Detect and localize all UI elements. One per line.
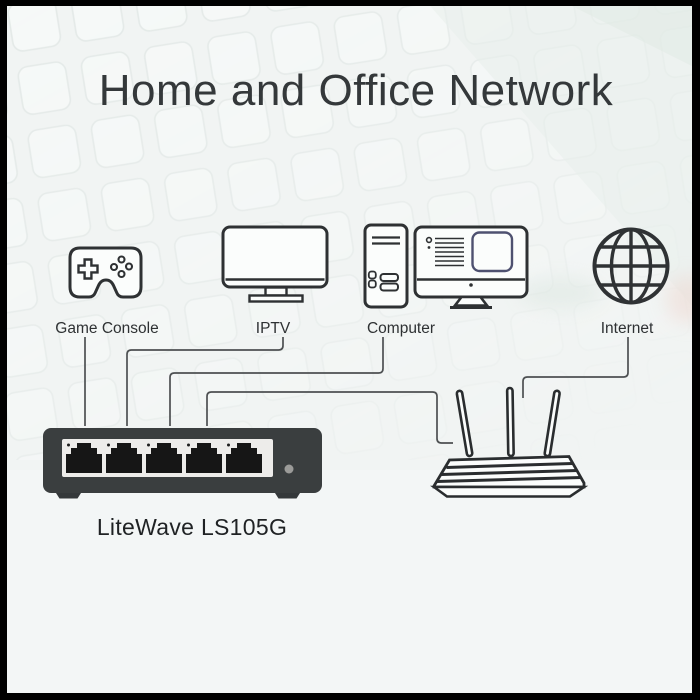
cable-iptv-to-switch	[126, 337, 284, 426]
label-internet: Internet	[600, 320, 654, 337]
label-computer: Computer	[366, 320, 436, 337]
tv-stand-neck	[264, 286, 288, 297]
diagonal-highlight	[430, 6, 692, 306]
switch-foot-left	[56, 493, 81, 499]
ethernet-ports	[66, 443, 262, 473]
tv-stand-base	[248, 294, 304, 303]
port-led-dots	[67, 443, 230, 447]
page-title: Home and Office Network	[98, 66, 614, 115]
monitor-stand	[452, 295, 490, 307]
network-diagram	[7, 6, 692, 693]
label-iptv: IPTV	[255, 320, 291, 337]
desktop-computer-icon	[363, 223, 529, 309]
label-game-console: Game Console	[55, 320, 159, 337]
computer-monitor	[413, 225, 529, 309]
cable-computer-to-switch	[169, 337, 384, 426]
switch-illustration	[43, 428, 322, 499]
tv-icon	[221, 225, 329, 303]
diagram-art-layer	[7, 6, 692, 693]
connection-lines	[84, 337, 629, 444]
screen-text-lines	[435, 237, 464, 267]
switch-foot-right	[275, 493, 300, 499]
router-antennas	[455, 386, 561, 458]
router-base	[430, 485, 589, 498]
router-illustration	[430, 386, 589, 498]
computer-tower	[363, 223, 409, 309]
diagram-canvas: Home and Office Network Game Console IPT…	[7, 6, 692, 693]
cable-internet-to-router	[522, 337, 629, 398]
switch-model-label: LiteWave LS105G	[96, 514, 288, 540]
keyboard-pattern-background	[7, 6, 692, 693]
gamepad-buttons	[109, 255, 134, 279]
dpad-cross	[77, 258, 99, 280]
switch-led	[284, 464, 294, 474]
pink-blur-accent	[665, 275, 692, 323]
globe-icon	[592, 227, 670, 305]
gamepad-icon	[68, 246, 143, 299]
router-body-stripes	[436, 462, 582, 483]
cable-switch-to-router	[206, 391, 453, 444]
screen-window	[471, 231, 514, 273]
